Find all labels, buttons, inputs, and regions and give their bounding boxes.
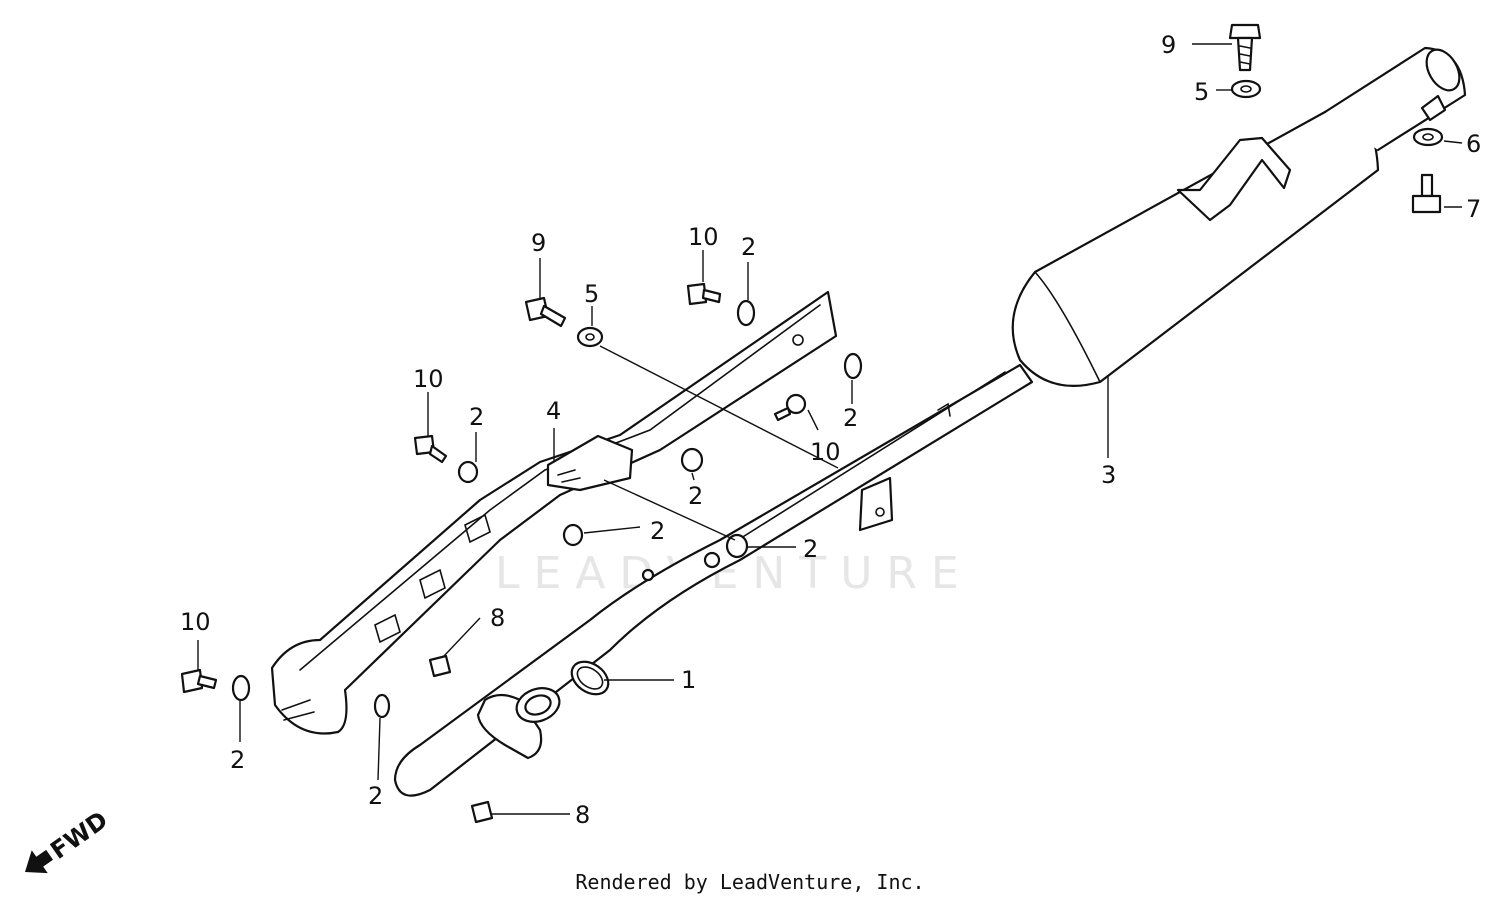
nut-2-pipe[interactable] [725, 533, 749, 559]
bolt-7[interactable] [1411, 173, 1442, 214]
callout-10-left: 10 [413, 365, 444, 393]
callout-10-right: 10 [810, 438, 841, 466]
bolt-10-right[interactable] [773, 393, 807, 422]
nut-2-right[interactable] [843, 352, 863, 380]
callout-8-mid: 8 [490, 604, 505, 632]
nut-2-bottom[interactable] [373, 693, 391, 719]
callout-5-mid: 5 [584, 280, 599, 308]
callout-2-low: 2 [650, 517, 665, 545]
exhaust-gasket[interactable] [566, 655, 615, 701]
callout-4: 4 [546, 397, 561, 425]
nut-2-top[interactable] [736, 299, 756, 327]
bolt-10-left[interactable] [413, 434, 448, 464]
nut-2-center[interactable] [680, 447, 704, 473]
callout-1: 1 [681, 666, 696, 694]
callout-9-top: 9 [1161, 31, 1176, 59]
footer-credit: Rendered by LeadVenture, Inc. [575, 870, 925, 894]
callout-8-bottom: 8 [575, 801, 590, 829]
bolt-10-bottom-left[interactable] [180, 668, 218, 694]
leader-lines [197, 43, 1463, 815]
nut-2-left[interactable] [457, 460, 479, 484]
nut-2-low[interactable] [562, 523, 584, 547]
washer-6[interactable] [1412, 127, 1444, 147]
fwd-label: FWD [45, 806, 113, 865]
callout-2-bottom: 2 [368, 782, 383, 810]
washer-5-mid[interactable] [576, 326, 604, 348]
bolt-10-top[interactable] [686, 282, 722, 306]
nut-8-bottom[interactable] [470, 800, 494, 824]
bolt-9-top[interactable] [1228, 23, 1262, 72]
callout-2-bottom-left: 2 [230, 746, 245, 774]
callout-10-bottom-left: 10 [180, 608, 211, 636]
nut-8-mid[interactable] [428, 654, 452, 678]
pipe-flange[interactable] [476, 682, 564, 760]
heat-protector[interactable] [270, 290, 838, 735]
callout-2-top: 2 [741, 233, 756, 261]
callout-10-top: 10 [688, 223, 719, 251]
callout-2-left: 2 [469, 403, 484, 431]
muffler[interactable] [1011, 44, 1467, 387]
callout-5-top: 5 [1194, 78, 1209, 106]
washer-5-top[interactable] [1230, 79, 1262, 99]
callout-7: 7 [1466, 195, 1481, 223]
callout-3: 3 [1101, 461, 1116, 489]
callout-6: 6 [1466, 130, 1481, 158]
exhaust-pipe[interactable] [393, 363, 1034, 797]
nut-2-bottom-left[interactable] [231, 674, 251, 702]
callout-2-center: 2 [688, 482, 703, 510]
bolt-9-mid[interactable] [524, 296, 567, 328]
callout-2-pipe: 2 [803, 535, 818, 563]
callout-9-mid: 9 [531, 229, 546, 257]
callout-2-right: 2 [843, 404, 858, 432]
